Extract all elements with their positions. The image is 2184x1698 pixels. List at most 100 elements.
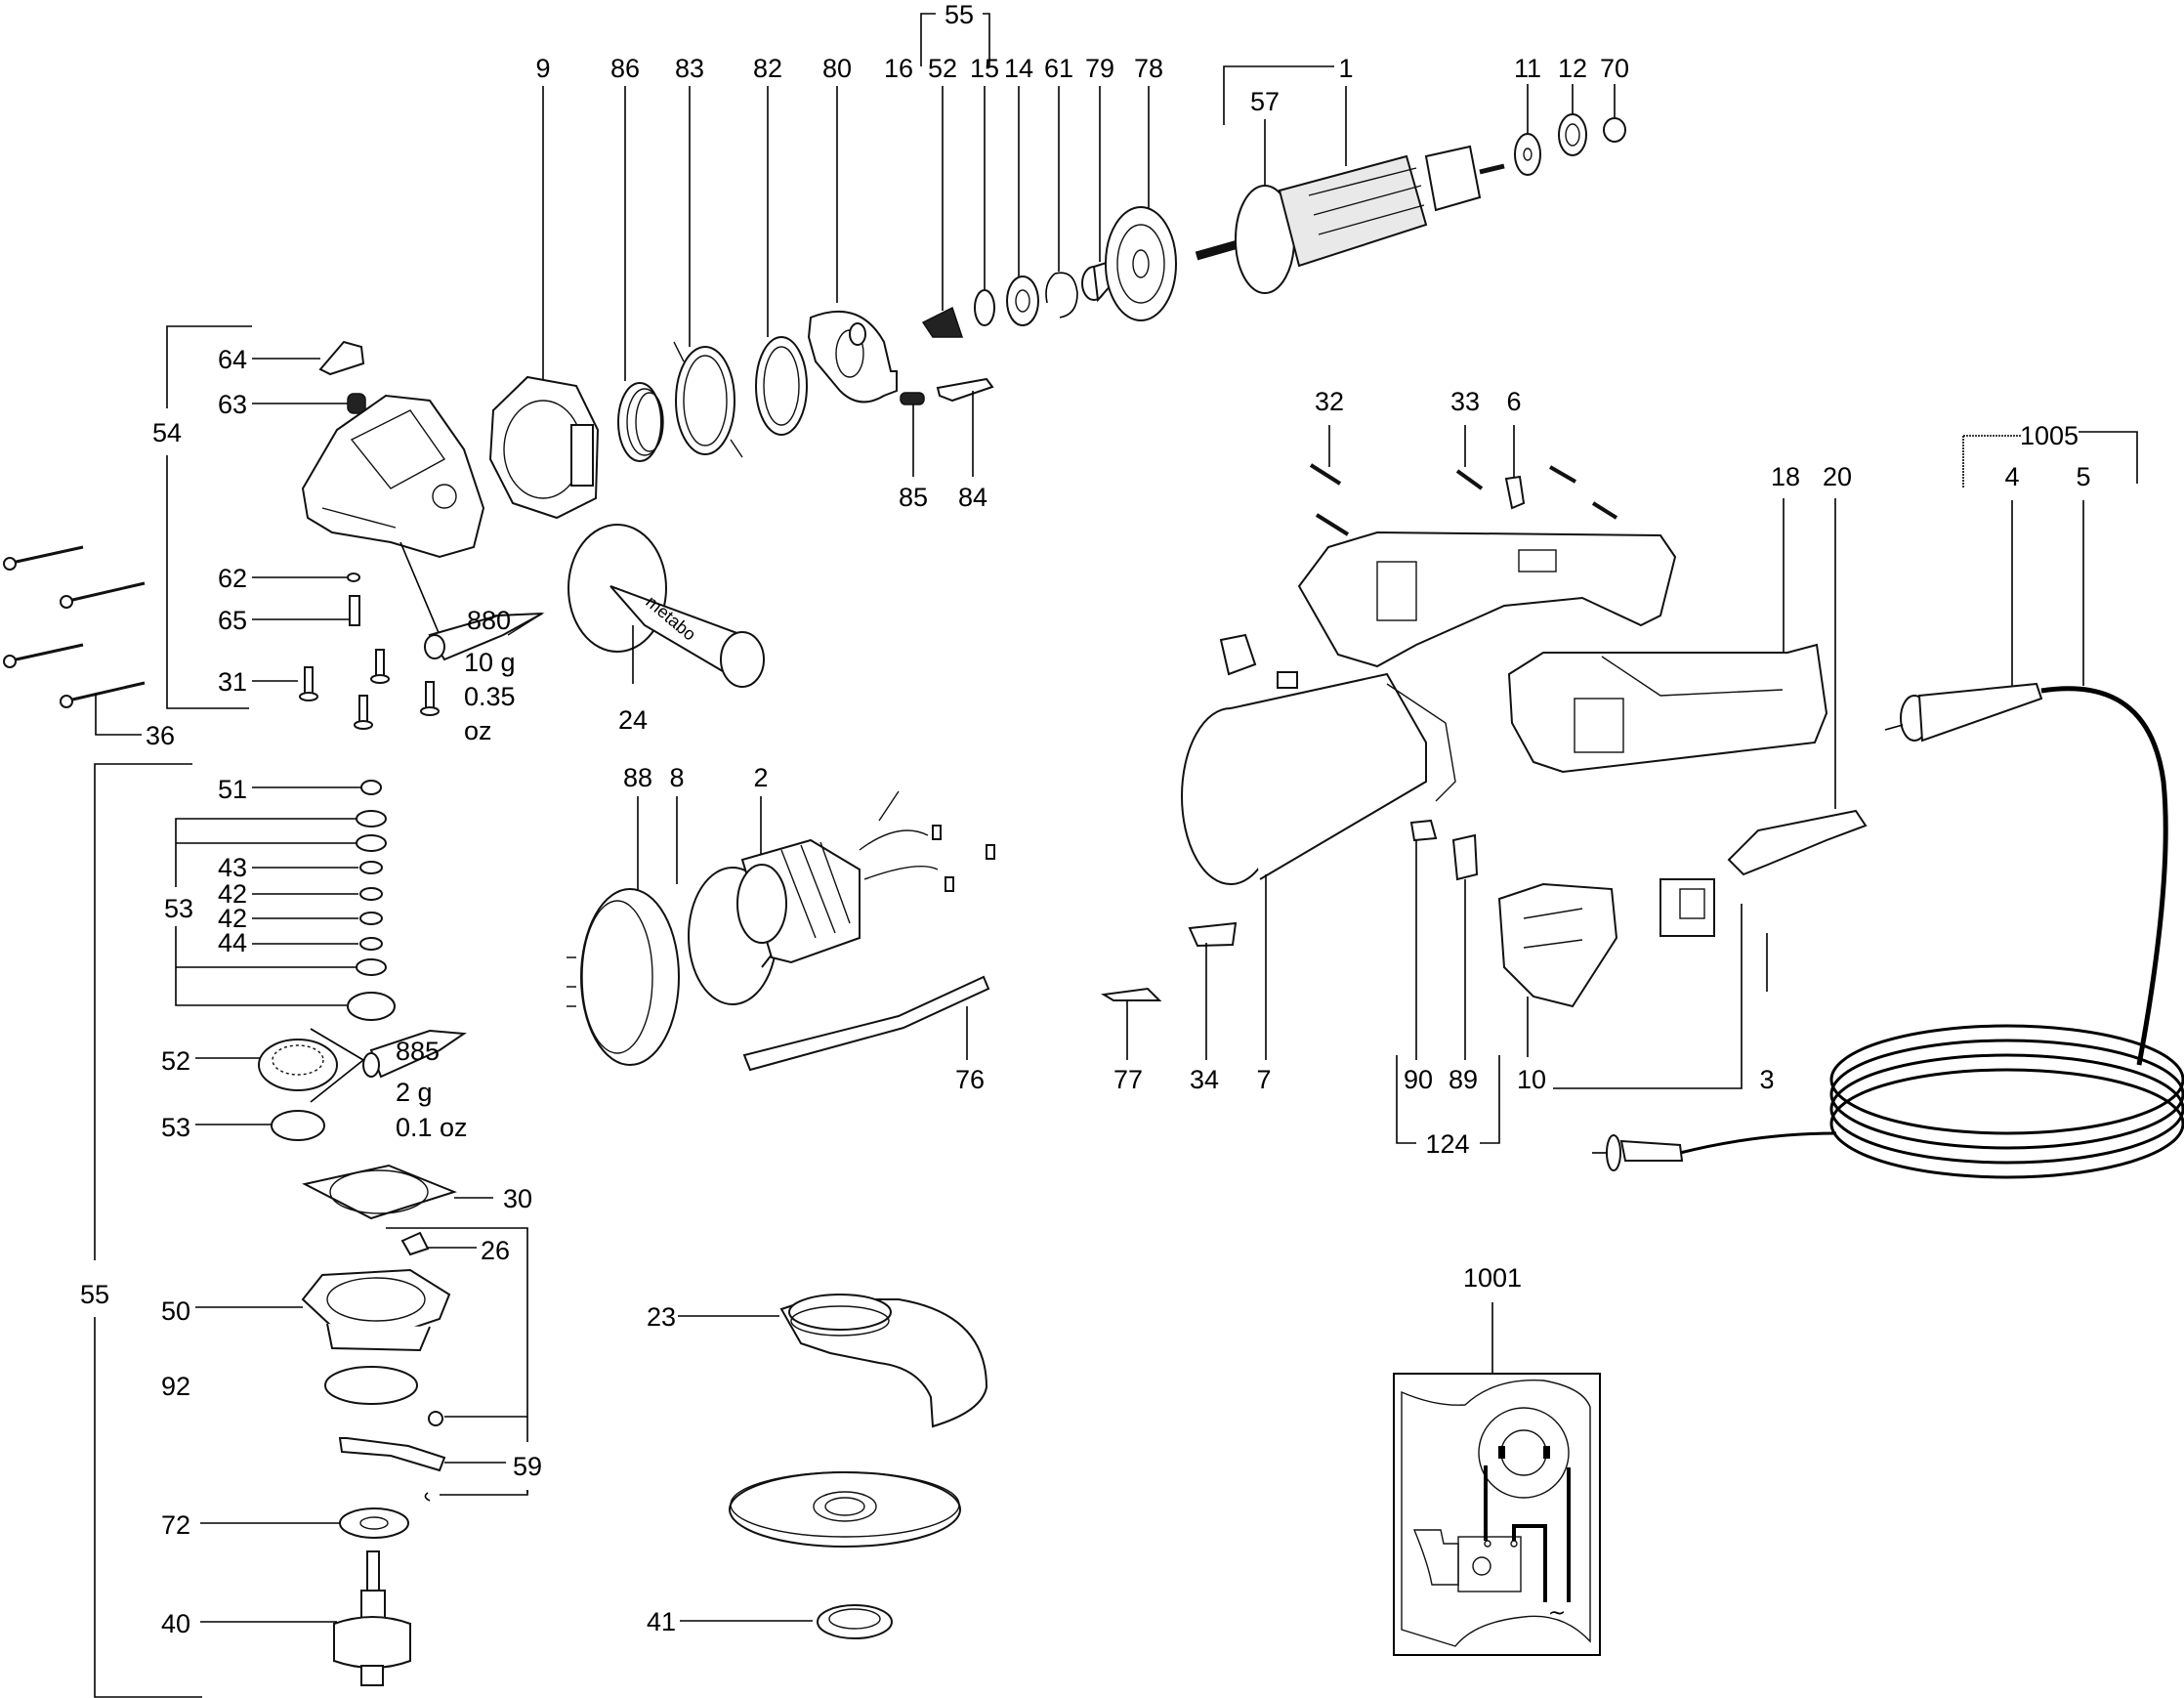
grease-880-unit: oz [464,716,492,745]
part-9-flange [488,375,600,520]
grease-885-ounces: 0.1 oz [396,1113,468,1142]
spindle-lock-parts: 85 84 [899,377,994,512]
top-row-labels: 9 86 83 82 80 16 52 55 15 14 61 79 78 1 … [535,0,1629,389]
part-89-brush-holder [1451,833,1479,881]
part-12-bearing-cap [1558,113,1587,156]
part-77-clip [1101,987,1162,1001]
label-2: 2 [753,763,768,792]
label-42-a: 42 [218,879,247,909]
part-59-lock-lever [338,1411,446,1502]
label-30: 30 [503,1184,532,1213]
part-11-bearing [1514,133,1541,176]
label-33: 33 [1450,387,1480,416]
guard-group: 23 41 [647,1294,988,1639]
label-4: 4 [2004,462,2019,491]
part-10-electronics [1497,882,1618,1008]
label-62: 62 [218,564,247,593]
label-1: 1 [1338,54,1353,83]
label-54: 54 [152,418,182,447]
part-42-shim-a [359,887,383,901]
upper-housing-shell [1297,531,1677,668]
label-86: 86 [610,54,640,83]
label-72: 72 [161,1510,190,1540]
label-24: 24 [618,705,648,735]
label-51: 51 [218,775,247,804]
part-52-pinion [921,306,964,338]
label-55: 55 [80,1280,109,1309]
part-53-washer-2 [356,834,387,852]
part-26-spring [400,1231,430,1256]
part-23-wheel-guard [779,1294,988,1428]
gear-housing [301,394,485,559]
part-85-spring [900,392,925,405]
label-70: 70 [1600,54,1629,83]
label-79: 79 [1085,54,1114,83]
part-43-shim [359,861,383,874]
label-83: 83 [675,54,704,83]
label-31: 31 [218,667,247,697]
label-76: 76 [955,1065,985,1094]
label-34: 34 [1190,1065,1219,1094]
label-78: 78 [1134,54,1163,83]
housing-screws [1309,463,1618,536]
label-18: 18 [1771,462,1800,491]
part-70-ring [1603,117,1626,143]
part-88-front-ring [567,888,680,1066]
part-53-bearing [271,1110,325,1141]
label-88: 88 [623,763,652,792]
part-2-stator [736,790,995,964]
part-4-cable-sleeve [1884,682,2043,743]
label-63: 63 [218,390,247,419]
label-1001: 1001 [1463,1263,1522,1293]
label-44: 44 [218,928,247,957]
grease-885-code: 885 [396,1037,440,1066]
label-52-top: 52 [928,54,957,83]
label-57: 57 [1250,87,1280,116]
gear-head-group: 54 64 63 62 65 31 [3,325,545,750]
part-53-seat [347,992,396,1021]
label-15: 15 [970,54,999,83]
part-5-power-cord [1592,686,2184,1179]
part-53-washer-1 [356,810,387,828]
label-36: 36 [146,721,175,750]
wiring-diagram: 1001 ~ [1393,1263,1601,1656]
label-32: 32 [1315,387,1344,416]
grease-885-grams: 2 g [396,1078,433,1107]
part-34-label [1188,921,1238,948]
part-16-nut [849,322,866,346]
label-55-top: 55 [945,0,974,29]
brush-holder [1219,633,1257,676]
cutting-disc [729,1471,961,1548]
label-11: 11 [1514,54,1541,83]
label-89: 89 [1449,1065,1478,1094]
label-8: 8 [669,763,684,792]
part-1-armature [1195,145,1505,294]
label-61: 61 [1044,54,1073,83]
label-41: 41 [647,1607,676,1636]
part-53-washer-3 [356,958,387,976]
carbon-brush [1277,671,1298,689]
label-53-lower: 53 [161,1113,190,1142]
label-23: 23 [647,1302,676,1332]
part-84-lock-pin [936,377,994,403]
label-65: 65 [218,606,247,635]
part-50-bearing-flange [301,1268,451,1352]
part-62-ring [347,573,360,582]
part-44-shim [359,937,383,951]
label-82: 82 [753,54,782,83]
part-30-gasket [302,1164,457,1220]
label-5: 5 [2076,462,2090,491]
part-76-cable-guide [742,975,990,1072]
part-78-baffle [1105,206,1177,321]
part-31-screws [299,649,440,730]
part-86-spring [617,382,664,462]
part-64-button [318,340,365,376]
ac-symbol: ~ [1548,1601,1566,1626]
label-80: 80 [822,54,852,83]
part-83-plate [673,341,743,458]
label-90: 90 [1404,1065,1433,1094]
part-40-spindle [333,1550,411,1686]
grease-880-code: 880 [467,606,511,635]
part-63-spring [347,393,366,414]
label-16: 16 [884,54,913,83]
